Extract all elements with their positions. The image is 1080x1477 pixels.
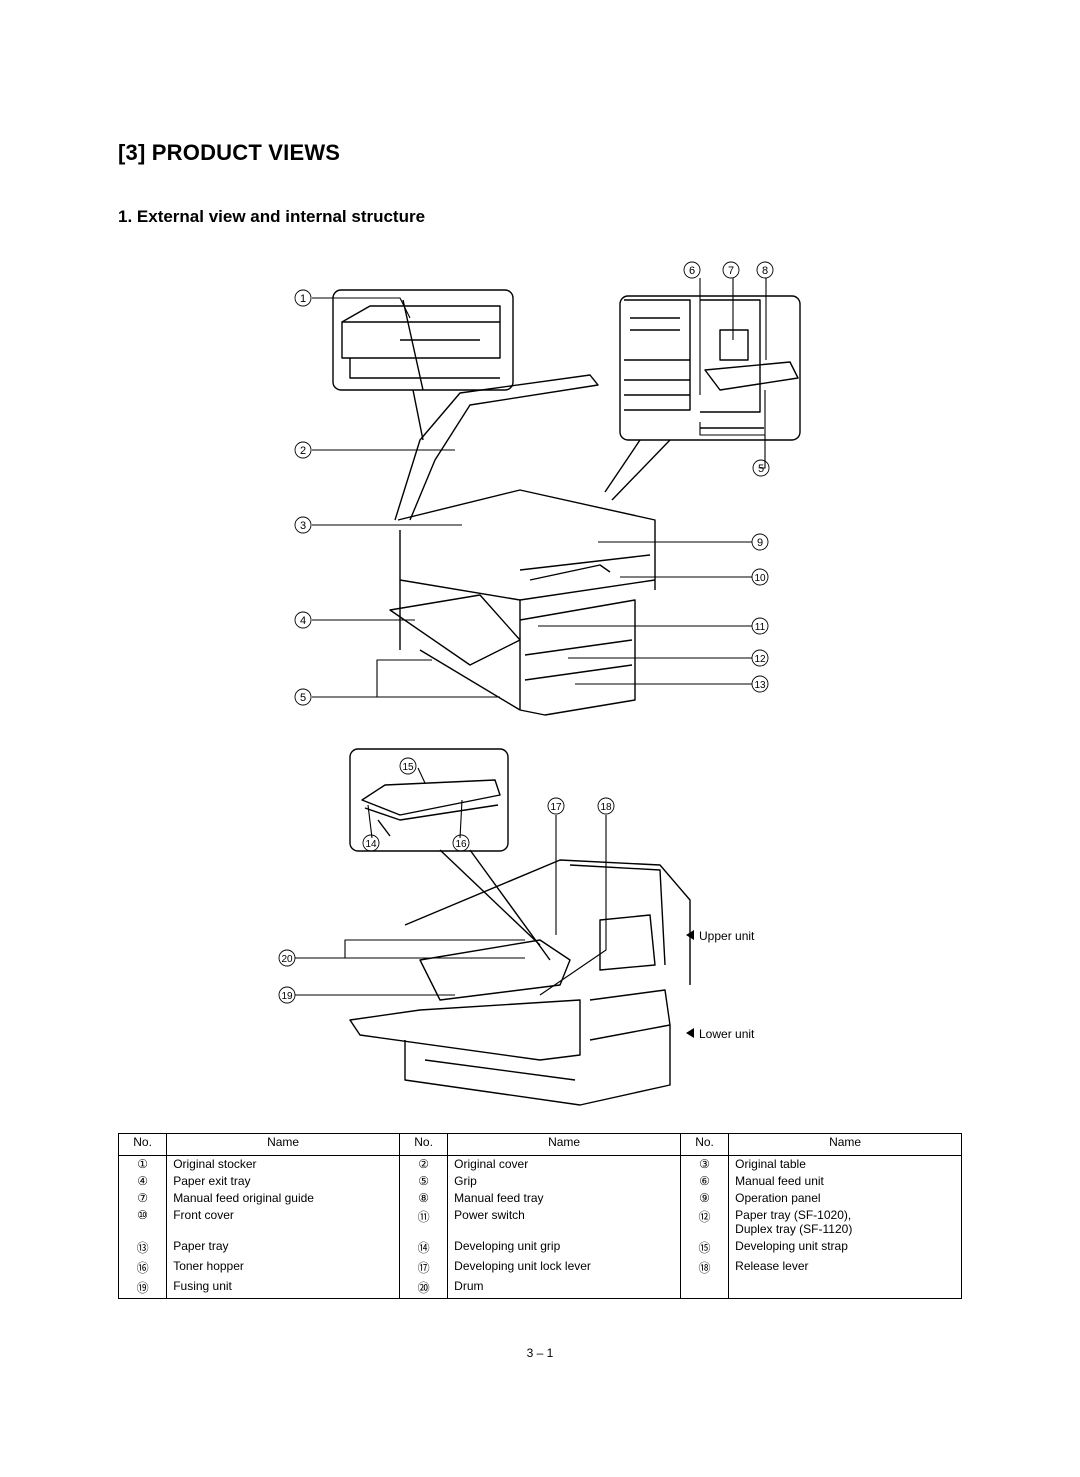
upper-unit-arrow-icon	[686, 930, 694, 940]
part-name: Manual feed tray	[447, 1190, 681, 1207]
product-figure: 1 2 3 4 5 5 6 7 8 9 10 11 12 13 14 15 16…	[278, 261, 801, 1106]
part-number: ③	[679, 1155, 730, 1173]
inset-manual-feed	[604, 295, 801, 501]
part-name: Front cover	[166, 1207, 400, 1238]
part-number: ⑮	[679, 1238, 730, 1258]
part-name: Paper tray (SF-1020), Duplex tray (SF-11…	[728, 1207, 962, 1238]
inset-original-stocker	[332, 289, 514, 391]
copier-main-view	[389, 299, 656, 716]
part-number: ⑤	[398, 1173, 449, 1190]
part-number: ⑥	[679, 1173, 730, 1190]
part-number: ⑪	[398, 1207, 449, 1238]
part-name: Toner hopper	[166, 1258, 400, 1278]
part-name: Release lever	[728, 1258, 962, 1278]
section-title: [3] PRODUCT VIEWS	[118, 140, 341, 165]
part-name: Original cover	[447, 1155, 681, 1173]
part-number: ⑱	[679, 1258, 730, 1278]
callout-18: 18	[600, 802, 612, 813]
part-name: Original stocker	[166, 1155, 400, 1173]
header-name: Name	[166, 1133, 400, 1156]
callout-2: 2	[300, 445, 306, 457]
leader-lines	[295, 278, 767, 996]
callout-16: 16	[455, 839, 467, 850]
callout-20: 20	[281, 954, 293, 965]
header-name: Name	[728, 1133, 962, 1156]
part-name: Developing unit strap	[728, 1238, 962, 1258]
part-number: ④	[117, 1173, 168, 1190]
callout-5b: 5	[758, 463, 764, 475]
callout-15: 15	[402, 762, 414, 773]
part-name	[728, 1278, 962, 1299]
header-no: No.	[117, 1133, 168, 1156]
part-number: ⑰	[398, 1258, 449, 1278]
part-number: ⑭	[398, 1238, 449, 1258]
callout-14: 14	[365, 839, 377, 850]
callout-1: 1	[300, 293, 306, 305]
part-number: ⑫	[679, 1207, 730, 1238]
part-number: ⑧	[398, 1190, 449, 1207]
callout-12: 12	[754, 654, 766, 665]
callout-9: 9	[757, 537, 763, 549]
part-name: Manual feed unit	[728, 1173, 962, 1190]
part-number: ①	[117, 1155, 168, 1173]
callout-4: 4	[300, 615, 306, 627]
header-name: Name	[447, 1133, 681, 1156]
part-name: Original table	[728, 1155, 962, 1173]
page-number: 3 – 1	[526, 1346, 554, 1360]
part-number: ⑩	[117, 1207, 168, 1238]
part-name: Operation panel	[728, 1190, 962, 1207]
part-number: ②	[398, 1155, 449, 1173]
callout-10: 10	[754, 573, 766, 584]
callout-8: 8	[762, 265, 768, 277]
callout-19: 19	[281, 991, 293, 1002]
header-no: No.	[398, 1133, 449, 1156]
callout-17: 17	[550, 802, 562, 813]
lower-unit-arrow-icon	[686, 1028, 694, 1038]
callout-11: 11	[755, 622, 766, 633]
copier-open-view	[349, 849, 691, 1106]
part-number: ⑦	[117, 1190, 168, 1207]
part-number: ⑨	[679, 1190, 730, 1207]
part-name: Developing unit grip	[447, 1238, 681, 1258]
part-name: Paper exit tray	[166, 1173, 400, 1190]
subsection-title: 1. External view and internal structure	[118, 207, 426, 226]
part-number: ⑳	[398, 1278, 449, 1299]
callout-6: 6	[689, 265, 695, 277]
header-no: No.	[679, 1133, 730, 1156]
part-number: ⑲	[117, 1278, 168, 1299]
callout-5: 5	[300, 692, 306, 704]
part-name: Grip	[447, 1173, 681, 1190]
callout-3: 3	[300, 520, 306, 532]
part-name: Power switch	[447, 1207, 681, 1238]
part-number	[679, 1278, 730, 1299]
callout-13: 13	[754, 680, 766, 691]
part-name: Developing unit lock lever	[447, 1258, 681, 1278]
part-name: Drum	[447, 1278, 681, 1299]
part-name: Fusing unit	[166, 1278, 400, 1299]
lower-unit-label: Lower unit	[699, 1027, 755, 1041]
part-number: ⑬	[117, 1238, 168, 1258]
upper-unit-label: Upper unit	[699, 929, 755, 943]
part-number: ⑯	[117, 1258, 168, 1278]
part-name: Paper tray	[166, 1238, 400, 1258]
inset-developing-unit	[349, 748, 509, 852]
table-header-row: No. Name No. Name No. Name	[117, 1133, 962, 1156]
part-name: Manual feed original guide	[166, 1190, 400, 1207]
callout-7: 7	[728, 265, 734, 277]
